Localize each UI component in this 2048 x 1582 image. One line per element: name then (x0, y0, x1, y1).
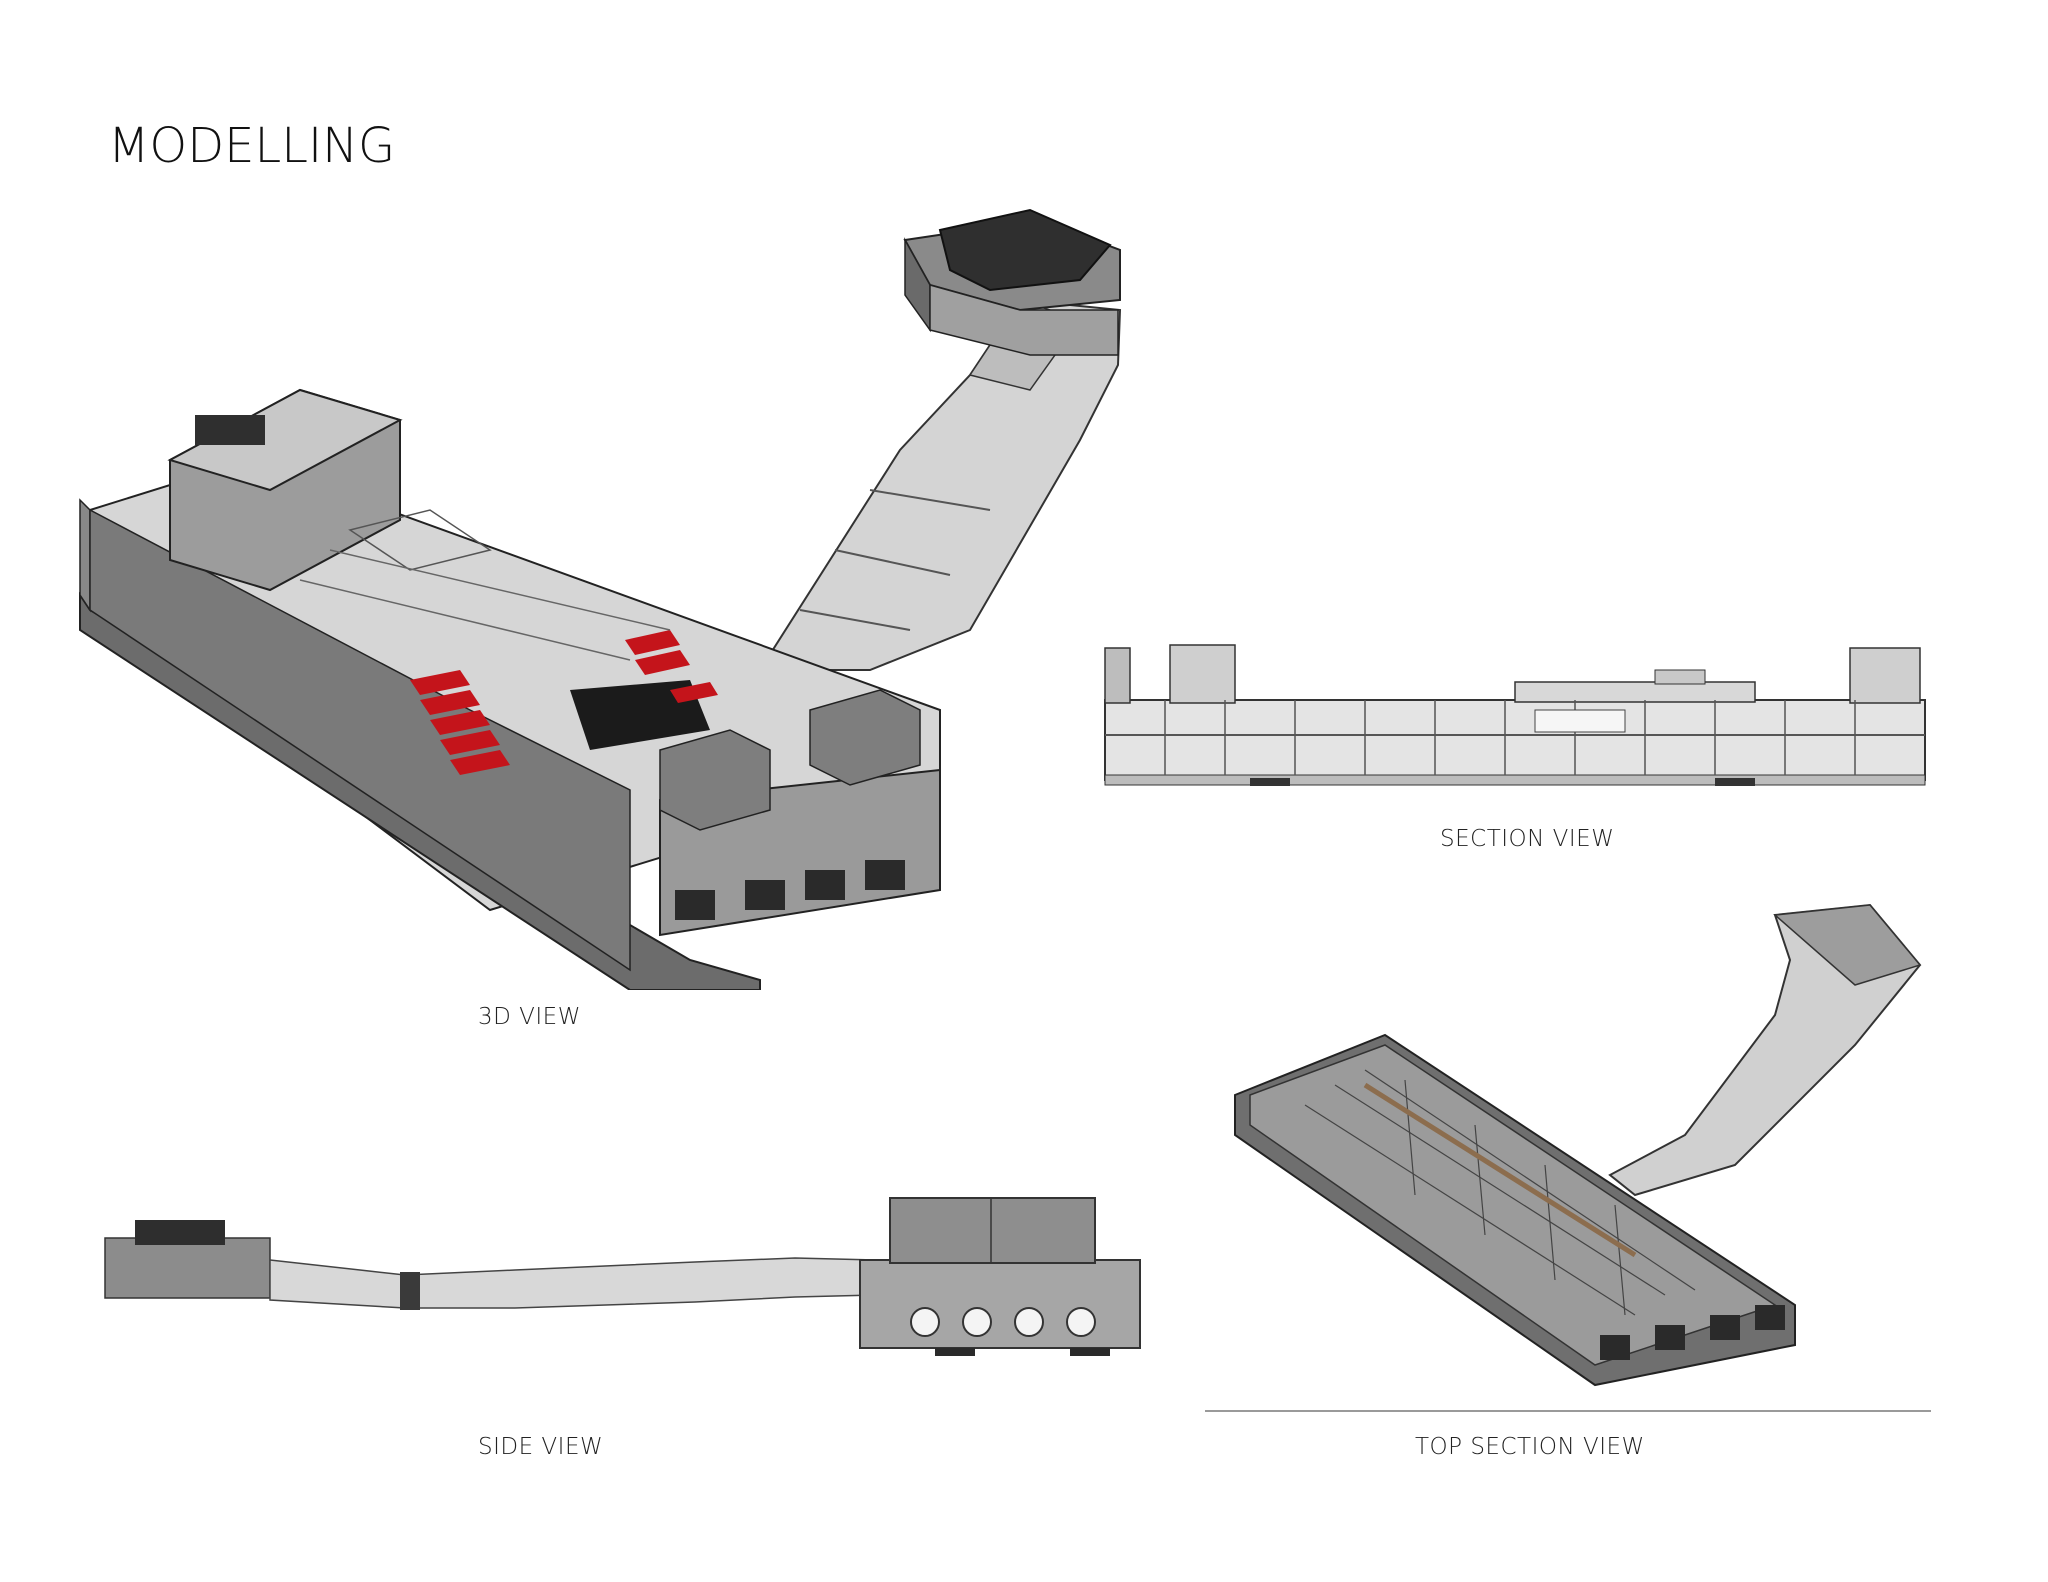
caption-top-section-view: TOP SECTION VIEW (1415, 1434, 1645, 1460)
caption-3d-view: 3D VIEW (478, 1004, 581, 1030)
building-3d-model (79, 208, 1122, 990)
view-section (1095, 640, 1935, 790)
view-side (95, 1190, 1145, 1370)
divider-line (1205, 1410, 1931, 1412)
building-section-model (1104, 644, 1926, 786)
view-top-section (1215, 895, 1945, 1415)
page-title: MODELLING (108, 118, 396, 174)
building-top-section-model (1234, 903, 1922, 1387)
view-3d (70, 190, 1130, 990)
building-side-model (104, 1197, 1141, 1356)
caption-section-view: SECTION VIEW (1440, 826, 1615, 852)
caption-side-view: SIDE VIEW (478, 1434, 604, 1460)
